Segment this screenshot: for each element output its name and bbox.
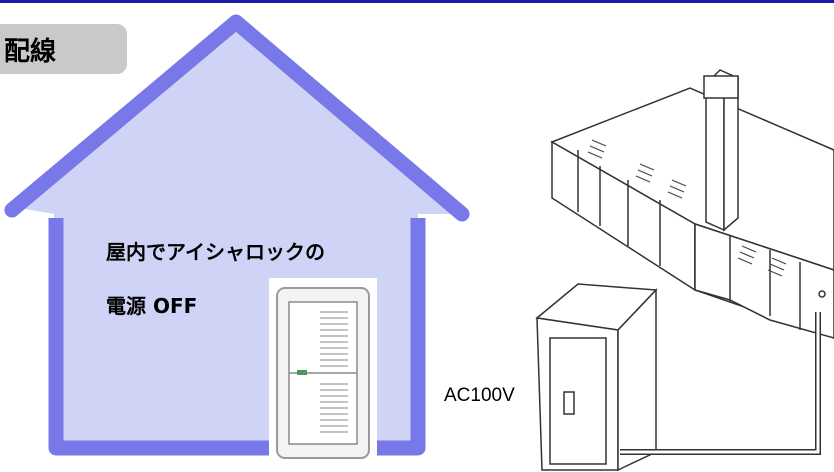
house-caption-line2: 電源 OFF [106,294,198,318]
top-rule [0,0,834,3]
section-label: 配線 [4,36,57,67]
house-caption-line1: 屋内でアイシャロックの [106,240,325,264]
control-cabinet-icon [535,283,658,472]
house-walls [48,218,426,456]
bollard-unit-icon [550,69,834,339]
voltage-label: AC100V [444,385,515,406]
house-interior [14,22,460,446]
house-roof [4,14,470,222]
wall-switch-icon [269,278,377,468]
section-tag: 配線 [0,24,127,74]
